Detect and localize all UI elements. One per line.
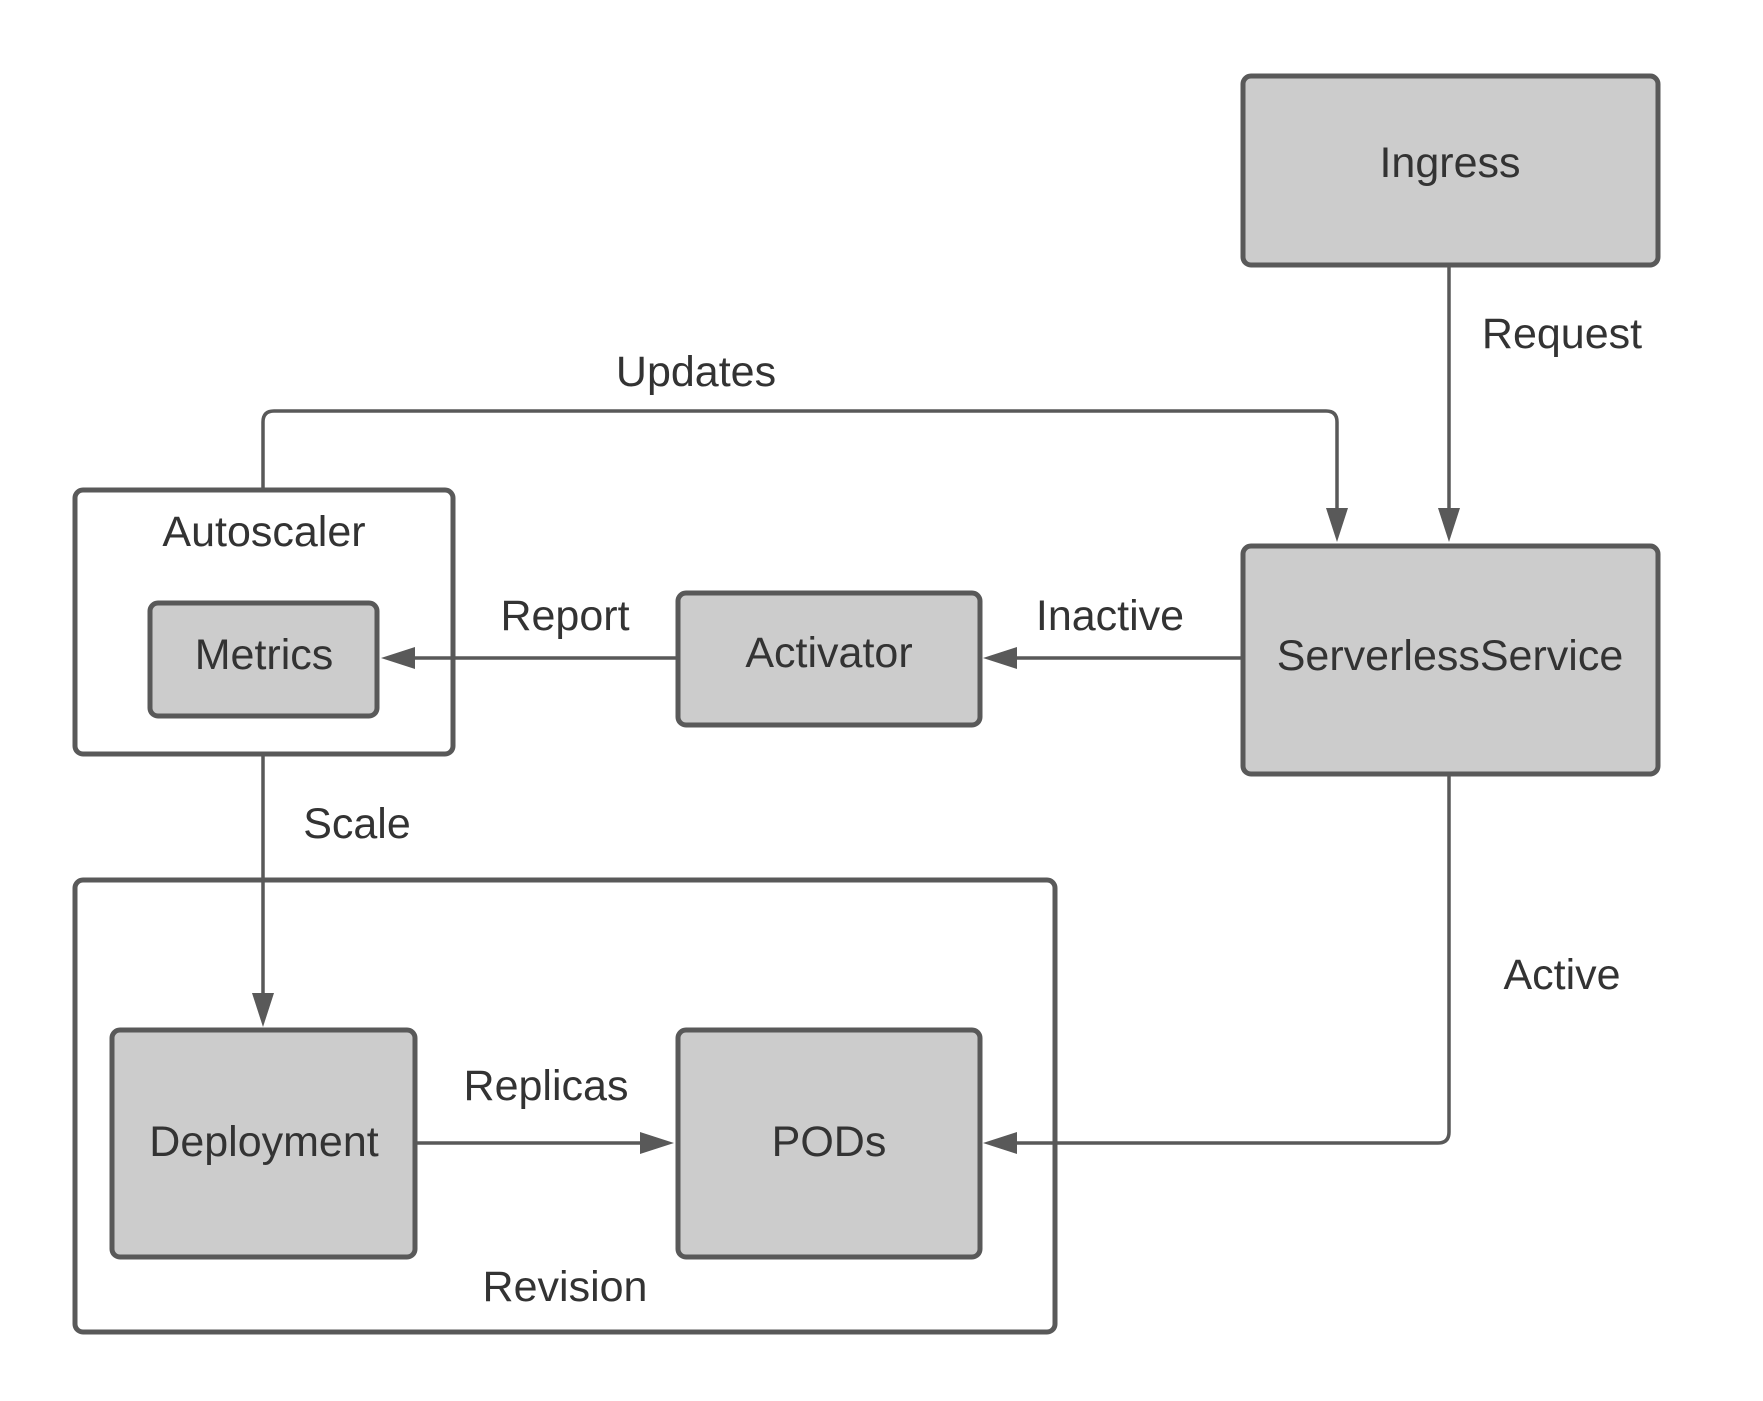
deployment-node — [109, 1027, 418, 1260]
deployment-label: Deployment — [149, 1118, 378, 1166]
edge-label-inactive: Inactive — [1036, 592, 1184, 640]
edge-label-scale: Scale — [303, 800, 411, 848]
autoscaler-label: Autoscaler — [162, 508, 365, 556]
pods-node — [675, 1027, 983, 1260]
edge-label-active: Active — [1503, 951, 1620, 999]
edge-label-request: Request — [1482, 310, 1642, 358]
serverless-service-node — [1240, 543, 1661, 777]
edge-updates — [261, 409, 1339, 510]
edge-label-report: Report — [500, 592, 629, 640]
edge-replicas-arrowhead — [640, 1132, 674, 1154]
pods-label: PODs — [772, 1118, 887, 1166]
edge-active — [1015, 774, 1451, 1145]
edge-updates-arrowhead — [1326, 508, 1348, 542]
edge-inactive-arrowhead — [983, 647, 1017, 669]
edge-request-arrowhead — [1438, 508, 1460, 542]
edge-label-updates: Updates — [616, 348, 776, 396]
edge-scale-arrowhead — [252, 993, 274, 1027]
ingress-label: Ingress — [1379, 139, 1520, 187]
edge-active-arrowhead — [983, 1132, 1017, 1154]
metrics-label: Metrics — [195, 631, 334, 679]
serverless-service-label: ServerlessService — [1277, 632, 1624, 680]
metrics-node — [147, 600, 380, 719]
activator-label: Activator — [745, 629, 912, 677]
ingress-node — [1240, 73, 1661, 268]
activator-node — [675, 590, 983, 728]
revision-label: Revision — [483, 1263, 648, 1311]
edge-report-arrowhead — [381, 647, 415, 669]
edge-label-replicas: Replicas — [464, 1062, 629, 1110]
